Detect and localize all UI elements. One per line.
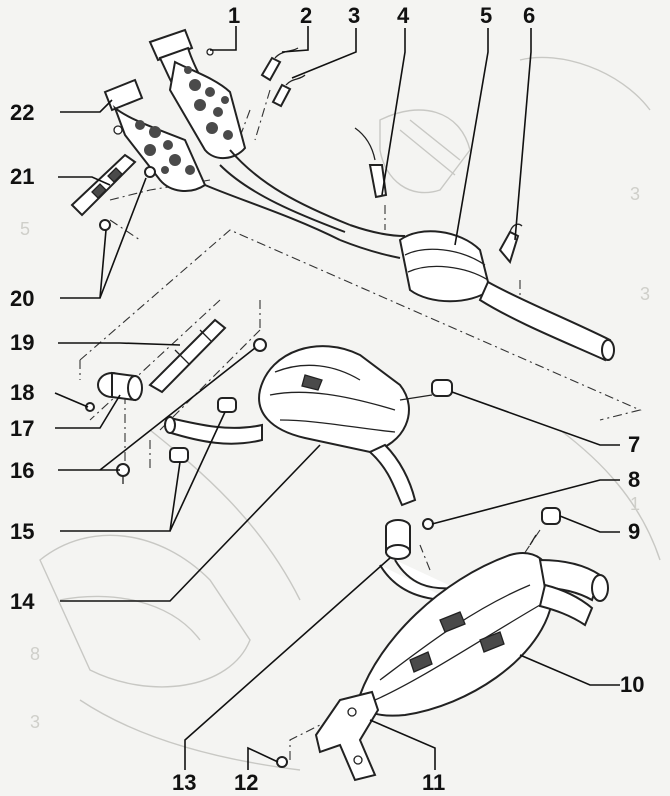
callout-12: 12 — [234, 770, 258, 795]
callout-14: 14 — [10, 589, 35, 614]
callout-13: 13 — [172, 770, 196, 795]
background-ghost-drawing: 5 8 3 3 3 1 — [20, 56, 661, 771]
callout-8: 8 — [628, 467, 640, 492]
callout-17: 17 — [10, 416, 34, 441]
callout-9: 9 — [628, 519, 640, 544]
rear-clamp — [385, 507, 561, 560]
svg-text:3: 3 — [640, 284, 650, 304]
callout-10: 10 — [620, 672, 644, 697]
rear-silencer — [358, 534, 609, 717]
flange-clamp — [70, 153, 156, 231]
leader-lines — [54, 26, 620, 770]
callout-15: 15 — [10, 519, 34, 544]
callout-19: 19 — [10, 330, 34, 355]
hanger-bracket — [148, 318, 267, 394]
svg-text:1: 1 — [630, 494, 640, 514]
callout-6: 6 — [523, 3, 535, 28]
callout-3: 3 — [348, 3, 360, 28]
oxygen-sensors — [260, 47, 523, 265]
catalyst-pattern-upper — [184, 66, 233, 140]
svg-text:8: 8 — [30, 644, 40, 664]
callout-18: 18 — [10, 380, 34, 405]
rear-bracket — [276, 690, 380, 782]
callout-11: 11 — [422, 770, 445, 795]
middle-silencer — [164, 345, 453, 507]
callout-5: 5 — [480, 3, 492, 28]
callout-labels: 1 2 3 4 5 6 7 8 9 10 11 12 13 14 15 16 1… — [10, 3, 644, 795]
callout-22: 22 — [10, 100, 34, 125]
callout-16: 16 — [10, 458, 34, 483]
callout-4: 4 — [397, 3, 410, 28]
svg-text:3: 3 — [30, 712, 40, 732]
callout-2: 2 — [300, 3, 312, 28]
catalyst-pattern-lower — [135, 120, 195, 175]
callout-1: 1 — [228, 3, 240, 28]
mounting-hardware — [116, 397, 237, 484]
callout-21: 21 — [10, 164, 34, 189]
svg-text:5: 5 — [20, 219, 30, 239]
svg-text:3: 3 — [630, 184, 640, 204]
front-pipe-assembly — [103, 28, 406, 259]
centre-silencer — [398, 230, 615, 362]
callout-7: 7 — [628, 432, 640, 457]
callout-20: 20 — [10, 286, 34, 311]
